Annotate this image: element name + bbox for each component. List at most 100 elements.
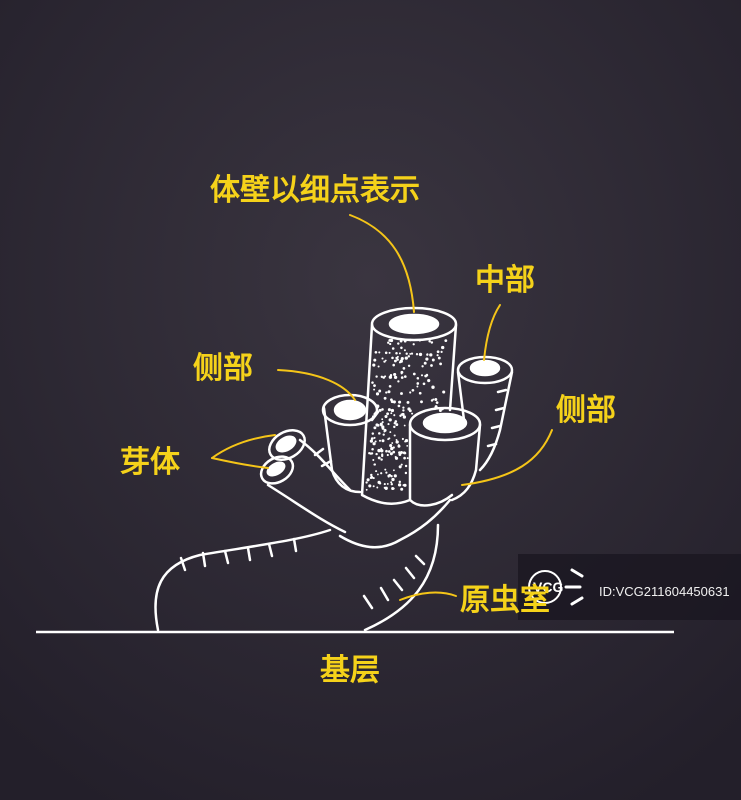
stipple-dot bbox=[436, 354, 439, 357]
stipple-dot bbox=[380, 375, 383, 378]
stipple-dot bbox=[438, 409, 442, 412]
stipple-dot bbox=[388, 418, 392, 422]
stipple-dot bbox=[429, 353, 433, 357]
stipple-dot bbox=[365, 488, 368, 491]
stipple-dot bbox=[406, 457, 409, 460]
stipple-dot bbox=[397, 404, 401, 408]
stipple-dot bbox=[380, 447, 383, 450]
stipple-dot bbox=[383, 483, 386, 486]
central-tube-right-wall bbox=[448, 323, 458, 412]
stipple-dot bbox=[380, 472, 383, 475]
stipple-dot bbox=[397, 444, 401, 448]
stipple-dot bbox=[400, 451, 403, 454]
stipple-dot bbox=[378, 439, 382, 442]
stipple-dot bbox=[405, 352, 408, 355]
stipple-dot bbox=[381, 421, 384, 424]
stipple-dot bbox=[409, 391, 412, 394]
stipple-dot bbox=[434, 398, 438, 401]
stipple-dot bbox=[392, 363, 395, 367]
stipple-dot bbox=[395, 356, 398, 360]
stipple-dot bbox=[399, 339, 403, 343]
stipple-dot bbox=[373, 463, 376, 466]
stipple-dot bbox=[423, 410, 426, 413]
stipple-dot bbox=[444, 339, 448, 342]
stipple-dot bbox=[365, 481, 368, 484]
right-tube-right-wall bbox=[450, 423, 482, 502]
stipple-dot bbox=[390, 412, 393, 415]
stipple-dot bbox=[407, 364, 411, 368]
stolon-left-outline bbox=[154, 528, 332, 632]
stipple-dot bbox=[406, 400, 410, 404]
stipple-dot bbox=[416, 382, 420, 385]
stipple-dot bbox=[370, 452, 374, 455]
bud-branch-lower bbox=[266, 483, 347, 534]
stipple-dot bbox=[387, 390, 391, 394]
watermark-id: ID:VCG211604450631 bbox=[599, 584, 730, 599]
stipple-dot bbox=[412, 343, 415, 346]
stipple-dot bbox=[372, 485, 375, 488]
stipple-dot bbox=[411, 412, 414, 415]
leader-bud-upper bbox=[211, 434, 276, 459]
stipple-dot bbox=[398, 453, 402, 456]
stipple-dot bbox=[376, 486, 379, 489]
stipple-dot bbox=[402, 451, 406, 455]
leader-side-right bbox=[461, 429, 553, 486]
stipple-dot bbox=[418, 352, 423, 357]
stipple-dot bbox=[407, 355, 411, 358]
stipple-dot bbox=[395, 423, 399, 427]
stipple-dot bbox=[371, 447, 374, 451]
stipple-dot bbox=[375, 375, 378, 378]
middle-tube-setae bbox=[486, 388, 508, 448]
stipple-dot bbox=[398, 465, 402, 469]
label-middle: 中部 bbox=[475, 263, 535, 298]
stolon-setae-right bbox=[362, 554, 426, 610]
stipple-dot bbox=[371, 432, 375, 435]
stipple-dot bbox=[393, 375, 398, 380]
stipple-dot bbox=[436, 413, 439, 417]
stipple-dot bbox=[403, 349, 406, 352]
stipple-dot bbox=[375, 404, 379, 408]
stipple-dot bbox=[395, 351, 398, 355]
stipple-dot bbox=[392, 400, 396, 404]
stipple-dot bbox=[404, 356, 408, 360]
stipple-dot bbox=[378, 389, 382, 393]
stipple-dot bbox=[409, 338, 412, 342]
watermark-logo-mark bbox=[528, 568, 584, 606]
stipple-dot bbox=[395, 440, 399, 444]
stipple-dot bbox=[389, 338, 394, 343]
stipple-dot bbox=[389, 444, 393, 448]
stipple-dot bbox=[401, 413, 405, 416]
stipple-dot bbox=[397, 342, 400, 345]
stipple-dot bbox=[386, 412, 389, 416]
stipple-dot bbox=[417, 377, 420, 380]
stipple-dot bbox=[390, 483, 393, 486]
stipple-dot bbox=[381, 418, 384, 421]
stipple-dot bbox=[381, 439, 385, 443]
stipple-dot bbox=[384, 468, 387, 471]
stipple-dot bbox=[392, 469, 395, 472]
stipple-dot bbox=[387, 341, 390, 344]
stipple-dot bbox=[384, 351, 388, 355]
bud-opening-upper bbox=[275, 435, 297, 453]
stipple-dot bbox=[377, 480, 381, 485]
stipple-dot bbox=[377, 456, 381, 460]
stipple-dot bbox=[400, 372, 403, 375]
stipple-dot bbox=[390, 446, 394, 451]
stipple-dot bbox=[420, 374, 424, 377]
stipple-dot bbox=[375, 392, 380, 396]
leader-middle bbox=[483, 304, 501, 361]
stipple-dot bbox=[380, 424, 383, 427]
right-tube-opening bbox=[422, 412, 468, 434]
stipple-dot bbox=[400, 357, 404, 361]
stipple-dot bbox=[403, 456, 406, 460]
stipple-dot bbox=[400, 487, 404, 491]
leader-bud-lower bbox=[211, 457, 269, 469]
stipple-dot bbox=[378, 432, 381, 435]
bud-opening-lower bbox=[266, 461, 286, 477]
stolon-setae-left bbox=[179, 537, 298, 572]
stipple-dot bbox=[375, 423, 379, 427]
stipple-dot bbox=[377, 365, 380, 368]
stipple-dot bbox=[375, 470, 378, 473]
label-bud: 芽体 bbox=[120, 445, 181, 480]
stipple-dot bbox=[391, 477, 395, 482]
